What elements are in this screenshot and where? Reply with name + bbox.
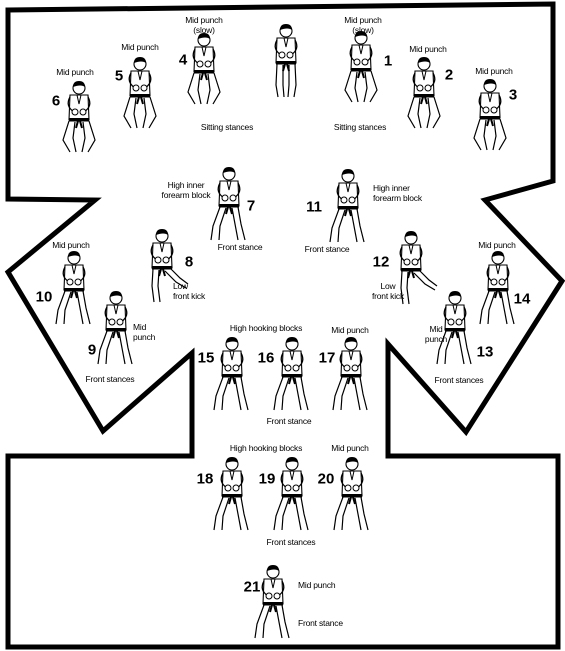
step-number-3: 3	[509, 88, 517, 103]
stance-label-front-right-wing: Front stances	[435, 375, 484, 385]
step-label-11: High inner forearm block	[373, 183, 422, 203]
step-number-5: 5	[115, 69, 123, 84]
step-label-10: Mid punch	[52, 240, 89, 250]
step-label-7: High inner forearm block	[162, 180, 211, 200]
step-number-8: 8	[185, 255, 193, 270]
step-label-21: Mid punch	[298, 580, 335, 590]
step-label-3: Mid punch	[475, 66, 512, 76]
group-label-punch-row1: Mid punch	[331, 325, 368, 335]
stance-label-front-row1: Front stance	[267, 416, 312, 426]
stance-label-front-row2: Front stances	[267, 537, 316, 547]
step-number-18: 18	[197, 472, 214, 487]
step-number-6: 6	[52, 94, 60, 109]
step-label-5: Mid punch	[121, 42, 158, 52]
step-number-15: 15	[198, 351, 215, 366]
step-number-17: 17	[319, 351, 336, 366]
step-label-12: Low front kick	[372, 281, 404, 301]
group-label-hooking-row2: High hooking blocks	[230, 443, 302, 453]
stance-label-front-21: Front stance	[298, 618, 343, 628]
step-number-9: 9	[88, 343, 96, 358]
step-label-2: Mid punch	[409, 44, 446, 54]
step-label-8: Low front kick	[173, 281, 205, 301]
step-label-14: Mid punch	[478, 240, 515, 250]
step-number-1: 1	[384, 54, 392, 69]
step-number-13: 13	[477, 345, 494, 360]
group-label-hooking-row1: High hooking blocks	[230, 323, 302, 333]
group-label-punch-row2: Mid punch	[331, 443, 368, 453]
step-label-9: Mid punch	[133, 322, 155, 342]
step-number-7: 7	[247, 199, 255, 214]
step-number-4: 4	[179, 53, 187, 68]
stance-label-front-7: Front stance	[218, 242, 263, 252]
step-label-4: Mid punch (slow)	[185, 15, 222, 35]
step-number-20: 20	[318, 472, 335, 487]
step-label-1: Mid punch (slow)	[344, 15, 381, 35]
stance-label-sitting-right: Sitting stances	[334, 122, 386, 132]
step-label-13: Mid punch	[425, 324, 447, 344]
stance-label-sitting-left: Sitting stances	[201, 122, 253, 132]
step-number-10: 10	[36, 290, 53, 305]
step-number-11: 11	[306, 200, 322, 215]
step-number-19: 19	[259, 472, 276, 487]
step-label-6: Mid punch	[56, 67, 93, 77]
stance-label-front-left-wing: Front stances	[86, 374, 135, 384]
step-number-16: 16	[258, 351, 275, 366]
stance-label-front-11: Front stance	[305, 244, 350, 254]
step-number-2: 2	[445, 68, 453, 83]
step-number-12: 12	[373, 255, 390, 270]
step-number-21: 21	[244, 580, 261, 595]
step-number-14: 14	[514, 292, 531, 307]
